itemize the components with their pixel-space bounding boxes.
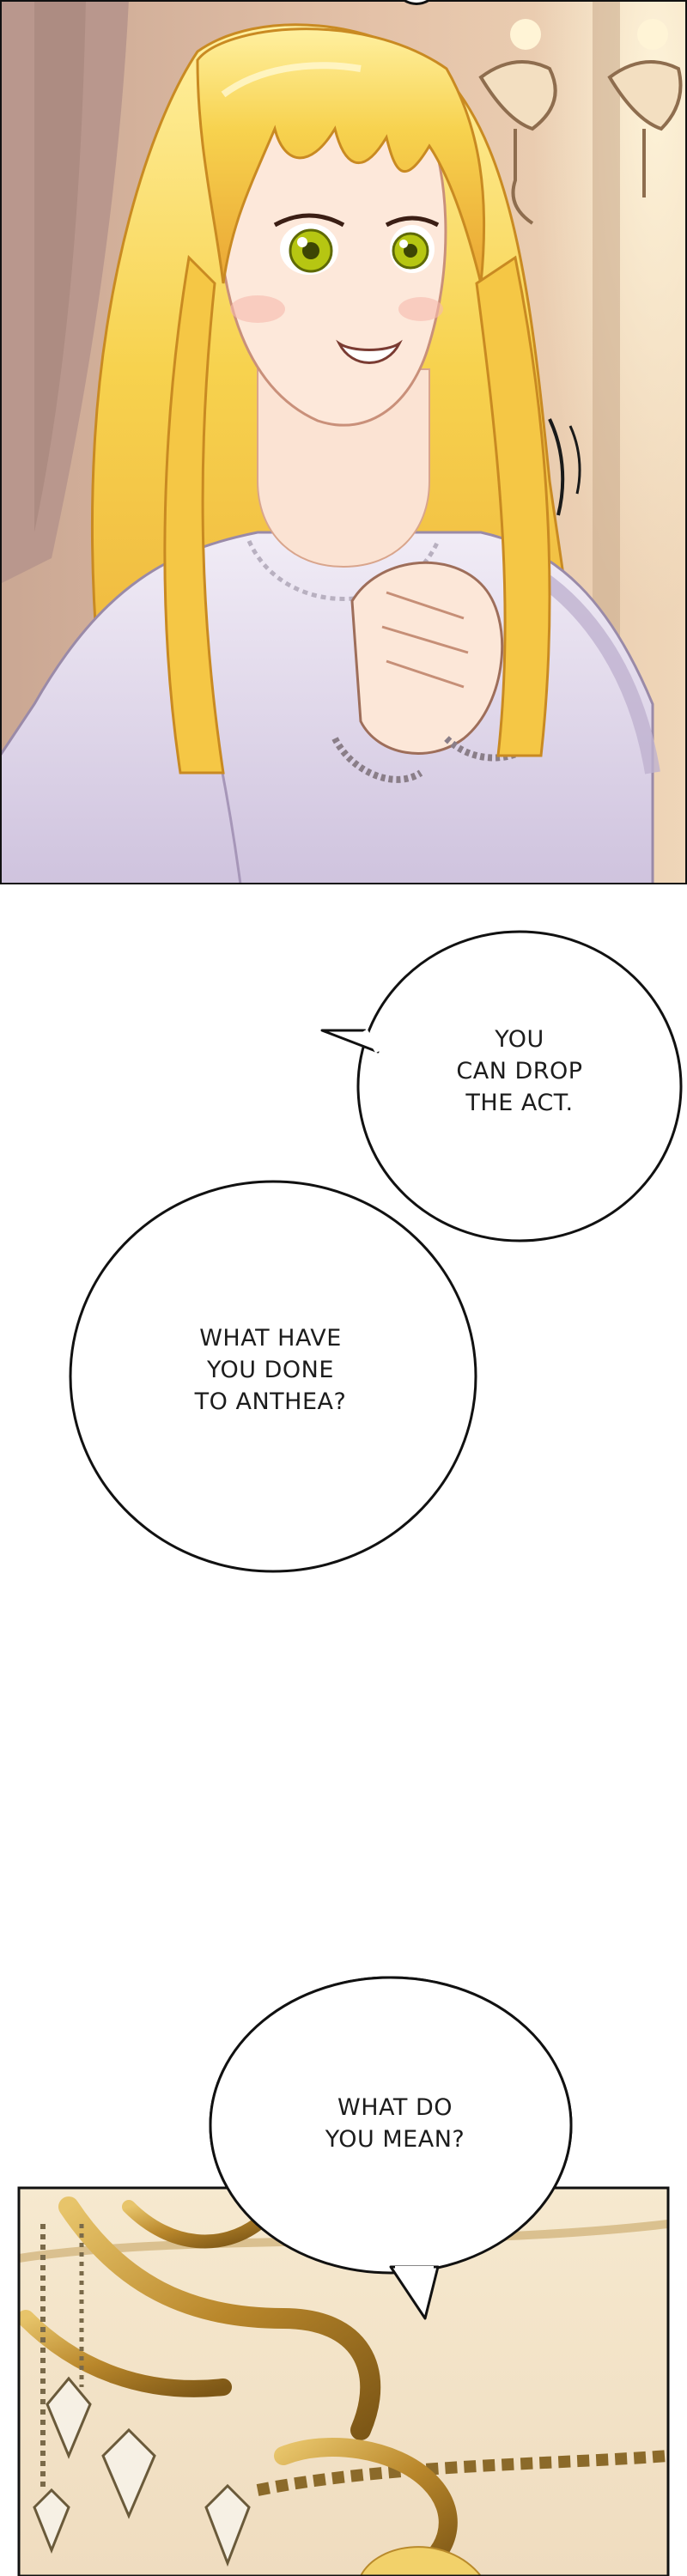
mouth — [336, 339, 403, 364]
wall-sconce-left — [478, 19, 557, 225]
speech-line: WHAT DO — [337, 2094, 453, 2121]
hair-front-strands — [163, 254, 225, 775]
comic-panel-girl — [0, 0, 687, 884]
bubble-tail-top — [403, 0, 430, 5]
speech-line: TO ANTHEA? — [194, 1388, 347, 1415]
neck — [257, 368, 430, 568]
speech-text-mean: WHAT DO YOU MEAN? — [292, 2092, 498, 2155]
hair-bangs — [196, 27, 486, 284]
wall-sconce-right — [607, 19, 683, 197]
speech-line: YOU MEAN? — [325, 2126, 465, 2153]
eyes — [273, 213, 440, 275]
clasped-hands — [331, 561, 544, 783]
speech-line: THE ACT. — [465, 1090, 574, 1116]
speech-line: WHAT HAVE — [199, 1325, 342, 1352]
panel-border — [0, 0, 687, 884]
surprise-mark — [548, 418, 565, 516]
speech-line: YOU DONE — [207, 1357, 334, 1383]
speech-text-anthea: WHAT HAVE YOU DONE TO ANTHEA? — [150, 1322, 391, 1418]
bracelet — [331, 737, 423, 783]
speech-text-act: YOU CAN DROP THE ACT. — [404, 1024, 635, 1119]
speech-bubble-anthea — [69, 1180, 477, 1573]
speech-bubble-act — [320, 930, 683, 1242]
speech-line: CAN DROP — [456, 1058, 583, 1084]
speech-line: YOU — [495, 1026, 544, 1053]
